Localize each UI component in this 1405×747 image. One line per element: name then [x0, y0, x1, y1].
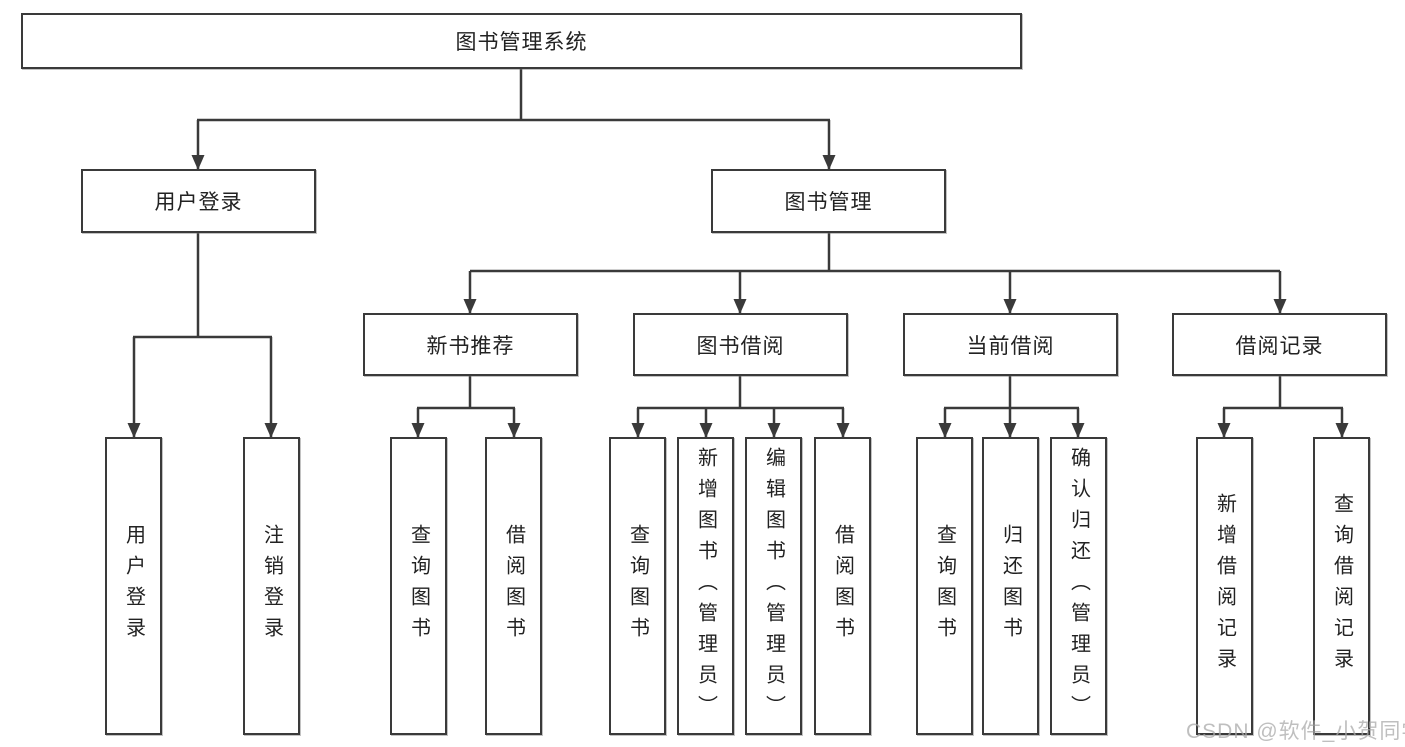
leaf-user-login: 用户登录	[105, 437, 162, 735]
node-borrow-records: 借阅记录	[1172, 313, 1387, 376]
leaf-query-books-borrow: 查询图书	[609, 437, 666, 735]
leaf-logout: 注销登录	[243, 437, 300, 735]
leaf-query-books-recommend: 查询图书	[390, 437, 447, 735]
node-book-borrow: 图书借阅	[633, 313, 848, 376]
node-new-book-recommend: 新书推荐	[363, 313, 578, 376]
leaf-confirm-return-admin: 确认归还（管理员）	[1050, 437, 1107, 735]
leaf-add-borrow-record: 新增借阅记录	[1196, 437, 1253, 735]
leaf-edit-books-admin: 编辑图书（管理员）	[745, 437, 802, 735]
leaf-borrow-books: 借阅图书	[814, 437, 871, 735]
node-root-system: 图书管理系统	[21, 13, 1022, 69]
node-current-borrow: 当前借阅	[903, 313, 1118, 376]
node-user-login-branch: 用户登录	[81, 169, 316, 233]
node-book-management-branch: 图书管理	[711, 169, 946, 233]
leaf-query-borrow-record: 查询借阅记录	[1313, 437, 1370, 735]
leaf-return-books: 归还图书	[982, 437, 1039, 735]
leaf-add-books-admin: 新增图书（管理员）	[677, 437, 734, 735]
leaf-query-books-current: 查询图书	[916, 437, 973, 735]
csdn-watermark: CSDN @软件_小贺同学	[1186, 720, 1405, 743]
leaf-borrow-books-recommend: 借阅图书	[485, 437, 542, 735]
